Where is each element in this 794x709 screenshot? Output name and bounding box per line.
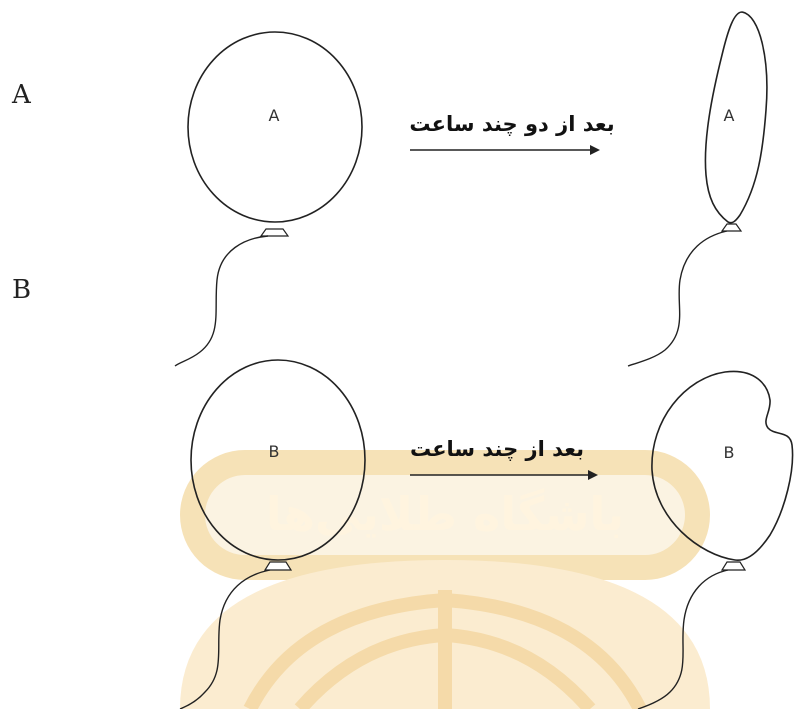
balloon-b-after-label: B — [724, 443, 735, 462]
arrow-top: بعد از دو چند ساعت — [409, 112, 615, 155]
balloon-a-after-string — [627, 230, 728, 367]
balloon-b-after-knot — [720, 561, 747, 571]
arrow-top-head — [590, 145, 600, 155]
balloon-b-before-label: B — [269, 442, 280, 461]
watermark-text: باشگاه طلایی‌ها — [266, 487, 624, 541]
row-label-a: A — [11, 80, 32, 110]
balloon-a-before-knot — [259, 228, 290, 237]
balloon-a-after-knot — [720, 223, 743, 232]
balloon-a-before-string — [174, 235, 269, 367]
balloon-a-before-body — [187, 31, 363, 223]
arrow-top-text: بعد از دو چند ساعت — [409, 112, 614, 136]
balloon-a-after-body — [704, 11, 768, 224]
watermark: باشگاه طلایی‌ها — [180, 450, 710, 709]
balloon-b-after: B — [637, 370, 794, 709]
balloon-b-after-body — [651, 370, 794, 561]
balloon-b-after-string — [637, 569, 729, 709]
balloon-b-before-knot — [263, 561, 293, 571]
balloon-a-before-label: A — [269, 106, 280, 125]
balloon-a-after-label: A — [724, 106, 735, 125]
balloon-b-before: B — [179, 359, 366, 709]
balloon-b-before-body — [190, 359, 366, 561]
arrow-bottom-head — [588, 470, 598, 480]
balloon-a-before: A — [174, 31, 363, 367]
balloon-b-before-string — [179, 569, 271, 709]
balloon-a-after: A — [627, 11, 768, 367]
arrow-bottom-text: بعد از چند ساعت — [410, 437, 584, 461]
row-label-b: B — [12, 275, 31, 305]
arrow-bottom: بعد از چند ساعت — [410, 437, 598, 480]
